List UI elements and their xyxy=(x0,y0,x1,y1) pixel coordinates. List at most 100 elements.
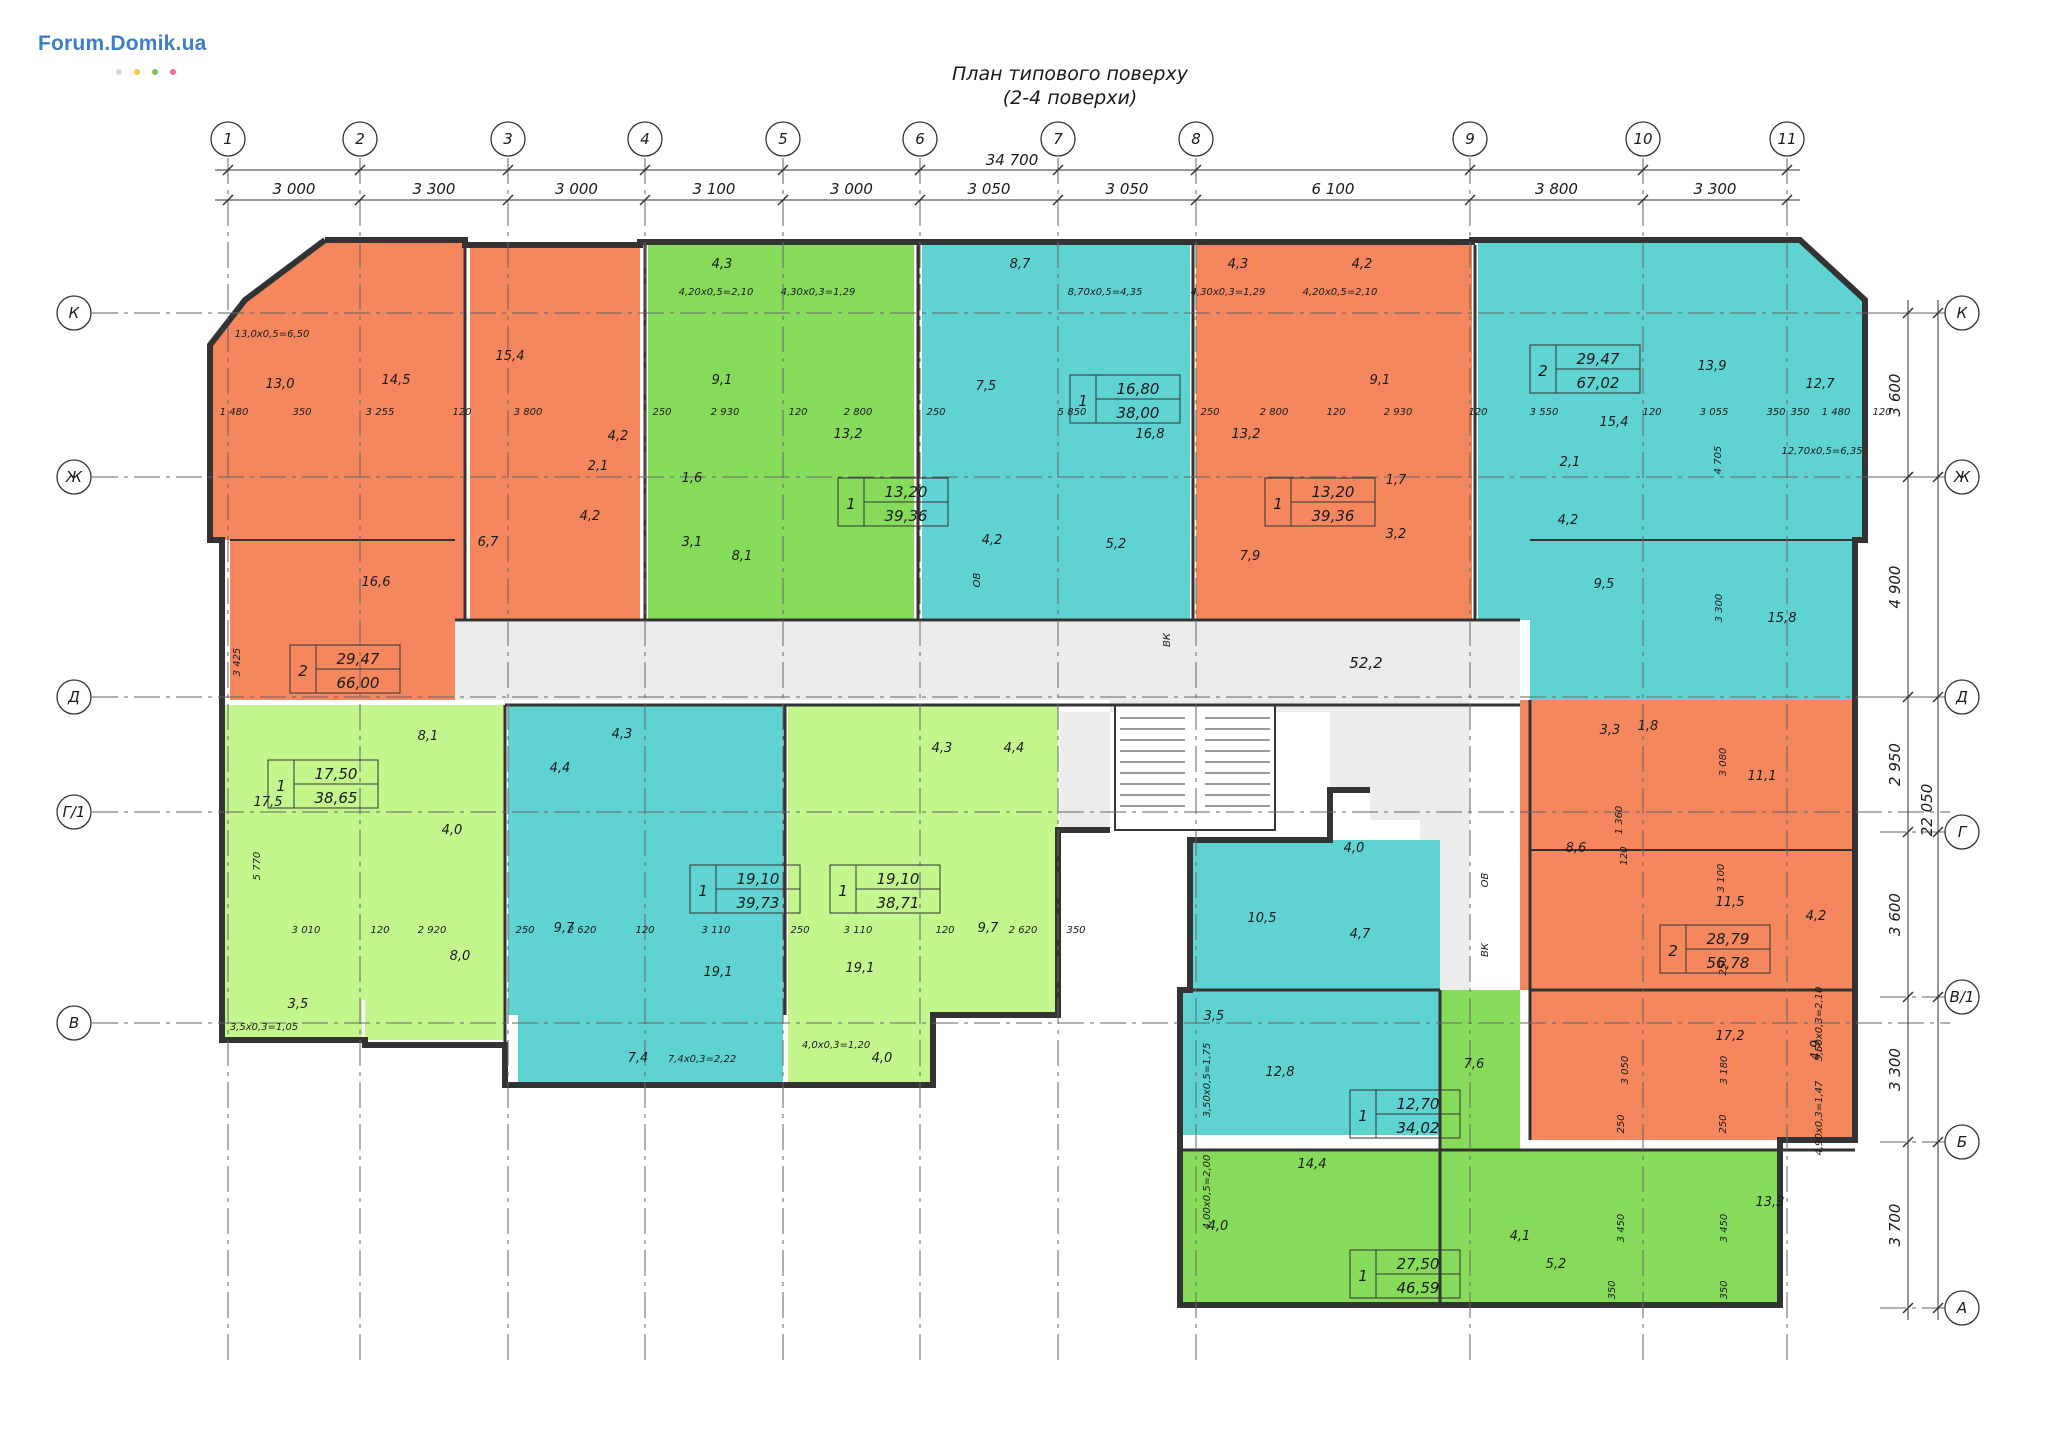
room-area-label: 350 xyxy=(1066,925,1085,936)
room-area-label: 2 620 xyxy=(568,925,597,936)
axis-top-10: 11 xyxy=(1769,121,1805,157)
room-area-label: 4,20x0,5=2,10 xyxy=(1303,287,1378,298)
room-area-label: 7,6 xyxy=(1464,1057,1485,1072)
apartment-total-area: 38,65 xyxy=(315,789,358,807)
room-area-label: 5 850 xyxy=(1058,407,1087,418)
dimension-tick xyxy=(354,194,366,206)
room-area-label: 3 450 xyxy=(1616,1214,1627,1243)
room-area-label: 13,2 xyxy=(834,427,863,442)
apt-green-bottom xyxy=(1180,990,1780,1305)
axis-label: Ж xyxy=(65,468,83,486)
axis-label: Д xyxy=(1955,688,1968,706)
forum-logo[interactable]: Forum.Domik.ua xyxy=(38,32,206,75)
dimension-tick xyxy=(354,164,366,176)
room-area-label: 3,3 xyxy=(1600,723,1621,738)
dimension-tick xyxy=(1902,691,1914,703)
logo-dot xyxy=(116,69,122,75)
axis-label: 6 xyxy=(915,130,925,148)
room-area-label: 250 xyxy=(926,407,945,418)
room-area-label: 3 110 xyxy=(844,925,873,936)
axis-top-0: 1 xyxy=(210,121,246,157)
axis-label: 1 xyxy=(223,130,233,148)
room-area-label: 11,5 xyxy=(1716,895,1745,910)
room-area-label: 4,00x0,5=2,00 xyxy=(1202,1155,1213,1230)
dimension-value: 3 000 xyxy=(273,180,316,198)
apartment-room-count: 1 xyxy=(1358,1107,1368,1125)
room-area-label: 350 xyxy=(1790,407,1809,418)
room-area-label: 1 480 xyxy=(1822,407,1851,418)
dimension-tick xyxy=(1932,1302,1944,1314)
axis-label: 5 xyxy=(778,130,788,148)
room-area-label: 250 xyxy=(1616,1114,1627,1133)
room-area-label: ВК xyxy=(1480,942,1491,957)
room-area-label: 2 920 xyxy=(418,925,447,936)
axis-top-3: 4 xyxy=(627,121,663,157)
apartment-living-area: 17,50 xyxy=(315,765,358,783)
dimension-value: 2 950 xyxy=(1886,743,1904,786)
apartment-room-count: 2 xyxy=(1668,942,1678,960)
room-area-label: 120 xyxy=(1619,846,1630,865)
dimension-value: 3 800 xyxy=(1535,180,1578,198)
axis-marker-circle xyxy=(56,679,92,715)
axis-label: В/1 xyxy=(1950,988,1975,1006)
room-area-label: 120 xyxy=(788,407,807,418)
axis-marker-circle xyxy=(342,121,378,157)
room-area-label: 4,0 xyxy=(1208,1219,1229,1234)
room-area-label: 9,1 xyxy=(712,373,733,388)
room-area-label: 4,4 xyxy=(550,761,571,776)
room-area-label: 4,3 xyxy=(712,257,733,272)
axis-top-6: 7 xyxy=(1040,121,1076,157)
dimension-tick xyxy=(222,194,234,206)
apartment-living-area: 29,47 xyxy=(1577,350,1620,368)
axis-marker-circle xyxy=(56,794,92,830)
apartment-room-count: 1 xyxy=(838,882,848,900)
dimension-value: 22 050 xyxy=(1918,784,1936,837)
stairs xyxy=(1120,717,1270,807)
axis-top-2: 3 xyxy=(490,121,526,157)
room-area-label: 2 930 xyxy=(711,407,740,418)
axis-right-1: Ж xyxy=(1944,459,1980,495)
axis-marker-circle xyxy=(210,121,246,157)
room-area-label: 4,3 xyxy=(1228,257,1249,272)
room-area-label: 2,1 xyxy=(1560,455,1581,470)
axis-marker-circle xyxy=(56,1005,92,1041)
apartment-living-area: 13,20 xyxy=(885,483,928,501)
logo-dots xyxy=(116,60,188,79)
room-area-label: 8,1 xyxy=(732,549,753,564)
room-area-label: 12,8 xyxy=(1266,1065,1295,1080)
room-area-label: 350 xyxy=(1719,1280,1730,1299)
axis-marker-circle xyxy=(1944,1124,1980,1160)
room-area-label: 14,5 xyxy=(382,373,411,388)
apartment-room-count: 1 xyxy=(846,495,856,513)
dimension-tick xyxy=(222,164,234,176)
apartment-room-count: 1 xyxy=(698,882,708,900)
dimension-tick xyxy=(914,194,926,206)
dimension-tick xyxy=(1902,471,1914,483)
axis-marker-circle xyxy=(1944,459,1980,495)
dimension-tick xyxy=(639,194,651,206)
axis-top-7: 8 xyxy=(1178,121,1214,157)
apartment-living-area: 29,47 xyxy=(337,650,380,668)
apt-orange-top-right xyxy=(1196,242,1472,620)
room-area-label: 4,9 xyxy=(1809,1040,1824,1061)
balcony-lightgreen-left xyxy=(222,1000,362,1040)
room-area-label: 11,1 xyxy=(1748,769,1777,784)
room-area-label: 8,0 xyxy=(450,949,471,964)
dimension-value: 3 000 xyxy=(555,180,598,198)
room-area-label: 9,7 xyxy=(978,921,999,936)
apartment-living-area: 16,80 xyxy=(1117,380,1160,398)
room-area-label: 250 xyxy=(1718,956,1729,975)
apartment-living-area: 28,79 xyxy=(1707,930,1750,948)
dimension-tick xyxy=(1902,1302,1914,1314)
